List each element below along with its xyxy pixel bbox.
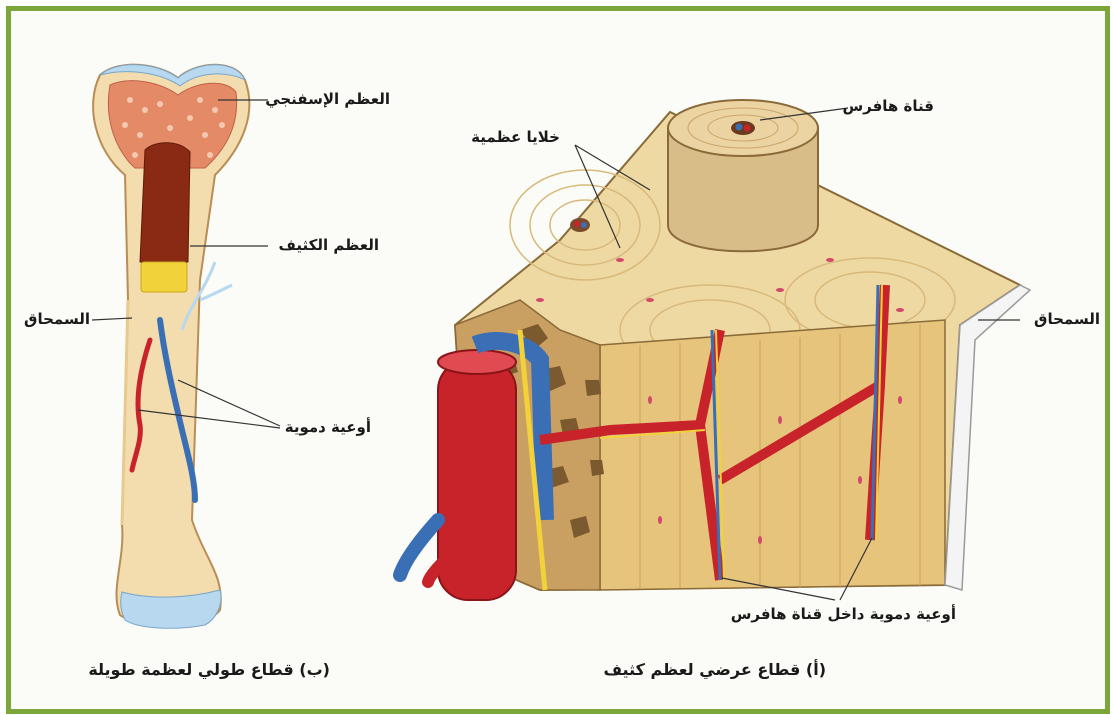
haversian-canal-mark [731,121,755,135]
label-spongy-bone: العظم الإسفنجي [265,90,390,108]
label-blood-vessels: أوعية دموية [285,418,371,436]
large-artery [438,360,516,600]
label-haversian-canal: قناة هافرس [842,97,934,115]
caption-longitudinal-section: (ب) قطاع طولي لعظمة طويلة [88,660,330,679]
label-periosteum-cross: السمحاق [1034,310,1100,328]
label-periosteum-long: السمحاق [24,310,90,328]
caption-cross-section: (أ) قطاع عرضي لعظم كثيف [603,660,826,679]
yellow-marrow [141,262,187,292]
long-bone-illustration [92,65,280,629]
label-vessels-in-canal: أوعية دموية داخل قناة هافرس [731,605,956,623]
label-compact-bone: العظم الكثيف [279,236,379,254]
cross-section-illustration [400,100,1030,600]
marrow-cavity [140,143,190,262]
label-bone-cells: خلايا عظمية [471,128,560,146]
